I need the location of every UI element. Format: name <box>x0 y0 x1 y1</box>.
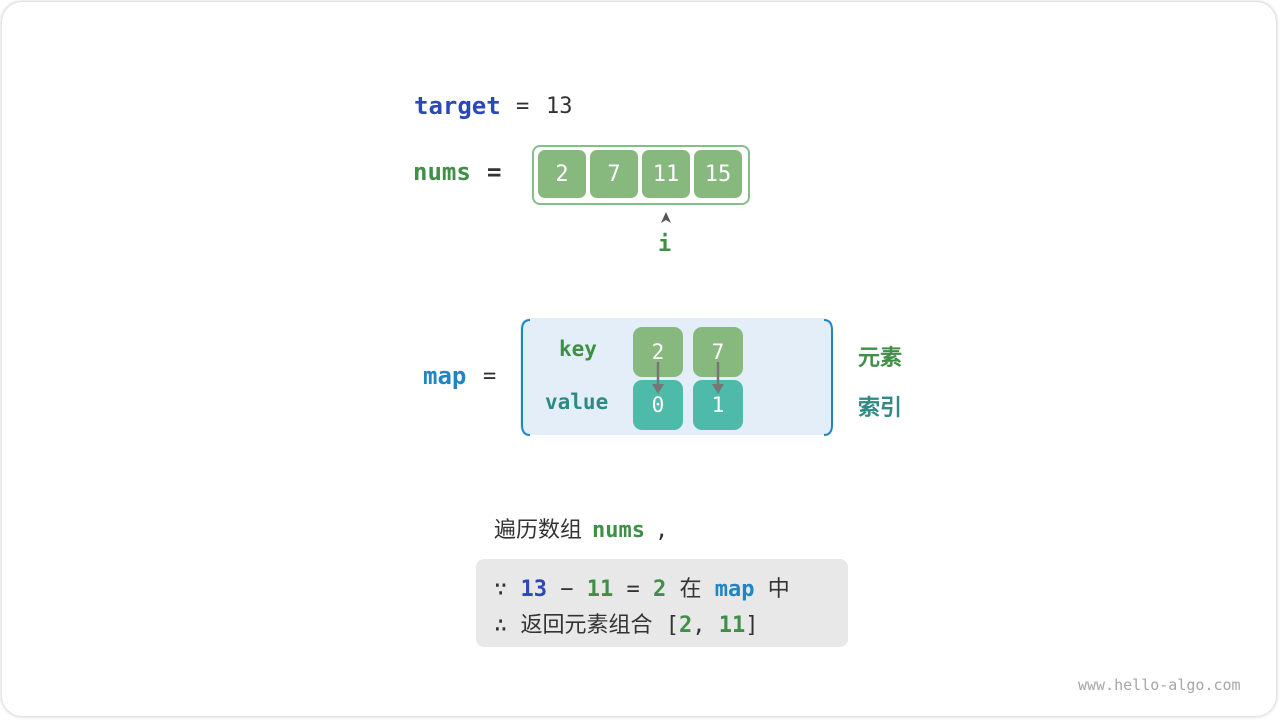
pointer-up-arrow-icon <box>661 212 671 223</box>
map-equals: = <box>483 364 497 389</box>
map-word: map <box>714 577 755 602</box>
nums-cell: 7 <box>590 150 638 198</box>
target-variable: target <box>414 92 501 120</box>
caption-text: 遍历数组 <box>494 518 583 543</box>
nums-variable: nums <box>413 158 471 186</box>
result-second: 11 <box>718 613 746 638</box>
map-brackets <box>521 319 833 436</box>
watermark: www.hello-algo.com <box>1078 676 1241 694</box>
result-first: 2 <box>679 613 693 638</box>
in-word: 在 <box>679 577 702 602</box>
because-symbol: ∵ <box>494 577 508 602</box>
nums-cell: 11 <box>642 150 690 198</box>
element-side-label: 元素 <box>858 346 903 371</box>
value-row-label: value <box>545 390 609 414</box>
target-number: 13 <box>520 577 548 602</box>
index-side-label: 索引 <box>858 396 903 421</box>
target-equals: = <box>516 94 530 119</box>
target-value: 13 <box>546 94 573 119</box>
caption-comma: , <box>655 518 669 543</box>
therefore-line: ∴ 返回元素组合 [2, 11] <box>494 607 759 639</box>
close-bracket: ] <box>745 613 759 638</box>
nums-array-box <box>532 145 750 205</box>
complement-number: 2 <box>653 577 667 602</box>
nums-cell: 2 <box>538 150 586 198</box>
therefore-symbol: ∴ <box>494 613 508 638</box>
result-text: 返回元素组合 <box>520 613 653 638</box>
minus-sign: − <box>560 577 574 602</box>
caption-nums: nums <box>592 518 645 543</box>
result-separator: , <box>692 613 706 638</box>
key-to-value-arrows <box>652 362 724 394</box>
key-row-label: key <box>559 337 597 361</box>
current-number: 11 <box>586 577 614 602</box>
step-caption: 遍历数组 nums, <box>494 512 668 544</box>
map-variable: map <box>423 362 467 390</box>
nums-equals: = <box>487 158 502 186</box>
pointer-label: i <box>658 232 672 257</box>
open-bracket: [ <box>665 613 680 638</box>
nums-cell: 15 <box>694 150 742 198</box>
middle-word: 中 <box>767 577 790 602</box>
explanation-box <box>476 559 848 647</box>
map-value-cell: 0 <box>633 380 683 430</box>
equals-sign: = <box>626 577 640 602</box>
because-line: ∵ 13 − 11 = 2 在 map 中 <box>494 571 790 603</box>
